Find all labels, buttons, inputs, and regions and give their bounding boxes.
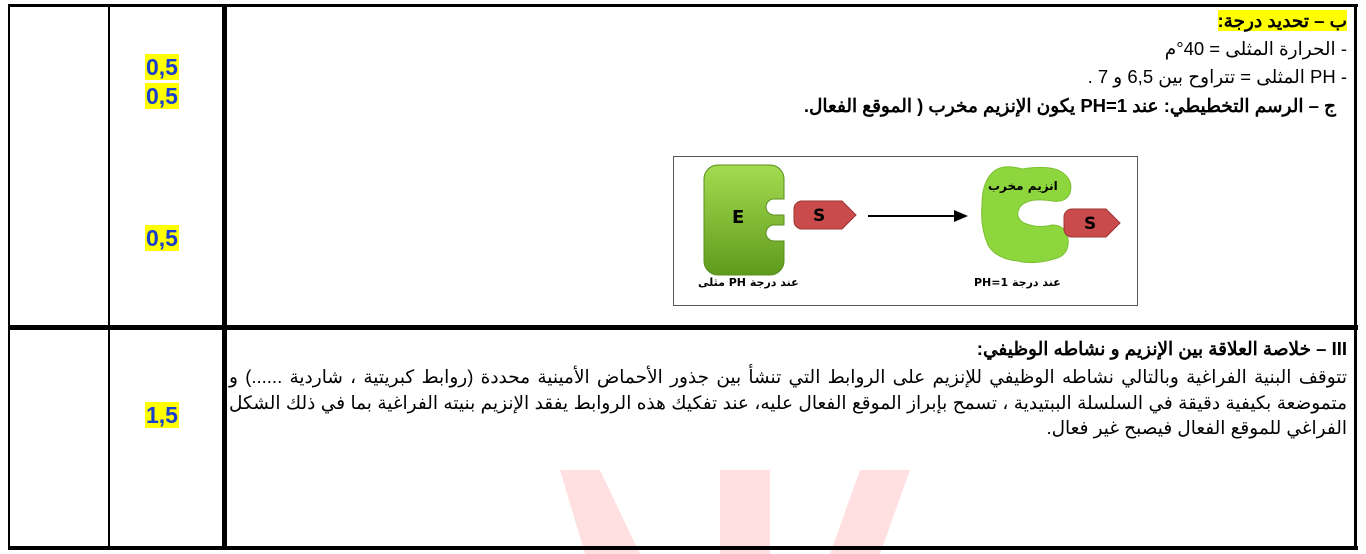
substrate-shape-2 bbox=[1063, 208, 1121, 238]
table-border-bottom bbox=[8, 546, 1358, 550]
section-b-line-2: - PH المثلى = تتراوح بين 6,5 و 7 . bbox=[1087, 66, 1347, 87]
score-1: 0,5 bbox=[145, 54, 179, 80]
section-b-heading: ب – تحديد درجة: bbox=[1217, 10, 1347, 31]
caption-optimal-ph: عند درجة PH مثلى bbox=[698, 276, 799, 289]
enzyme-shape bbox=[703, 164, 785, 276]
score-3: 0,5 bbox=[145, 225, 179, 251]
substrate-label-1: S bbox=[813, 206, 826, 226]
table-border-right bbox=[1354, 4, 1357, 550]
section-iii-paragraph: تتوقف البنية الفراغية وبالتالي نشاطه الو… bbox=[229, 366, 1347, 438]
table-divider-1 bbox=[108, 4, 110, 550]
section-iii-heading: III – خلاصة العلاقة بين الإنزيم و نشاطه … bbox=[976, 338, 1347, 359]
enzyme-label: E bbox=[732, 207, 745, 228]
score-2: 0,5 bbox=[145, 83, 179, 109]
denatured-enzyme-shape bbox=[981, 166, 1072, 264]
substrate-shape-1 bbox=[793, 200, 857, 230]
section-b-line-1: - الحرارة المثلى = 40°م bbox=[1164, 38, 1347, 59]
score-4: 1,5 bbox=[145, 402, 179, 428]
table-row-divider bbox=[8, 325, 1358, 330]
table-border-left bbox=[8, 4, 10, 550]
table-border-top bbox=[8, 4, 1358, 7]
denatured-label: انزيم مخرب bbox=[988, 179, 1058, 193]
table-divider-2 bbox=[222, 4, 227, 550]
section-c-heading: ج – الرسم التخطيطي: عند PH=1 يكون الإنزي… bbox=[803, 95, 1336, 116]
answer-table bbox=[8, 4, 1358, 550]
enzyme-diagram: E S S انزيم مخرب عند درجة PH مثلى عند در… bbox=[673, 156, 1138, 306]
caption-ph-1: عند درجة PH=1 bbox=[974, 276, 1061, 289]
substrate-label-2: S bbox=[1084, 214, 1097, 234]
